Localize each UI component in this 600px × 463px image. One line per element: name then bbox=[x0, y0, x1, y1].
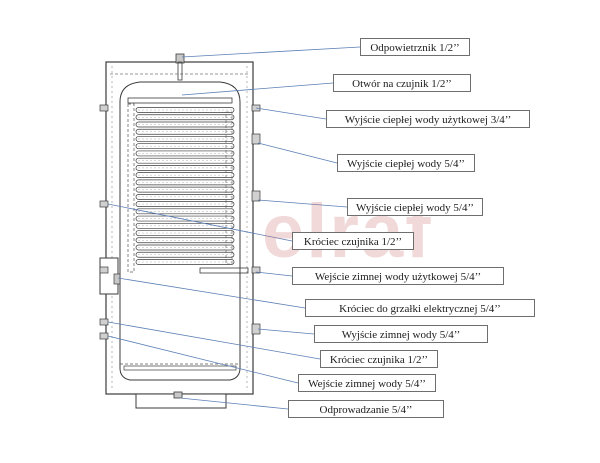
coil-turn bbox=[135, 136, 235, 142]
right-connection-stub bbox=[251, 104, 261, 112]
right-connection-stub bbox=[251, 133, 261, 145]
label-wyjscie-cieplej-wody-2: Wyjście ciepłej wody 5/4’’ bbox=[347, 198, 483, 216]
label-krociec-czujnika-2: Króciec czujnika 1/2’’ bbox=[320, 350, 438, 368]
label-wyjscie-zimnej-wody: Wyjście zimnej wody 5/4’’ bbox=[314, 325, 488, 343]
coil-turn bbox=[135, 179, 235, 186]
side-fittings bbox=[99, 104, 261, 340]
leader-line bbox=[257, 142, 338, 164]
coil-leg bbox=[225, 111, 233, 265]
leader-line bbox=[255, 271, 293, 277]
top-sensor-tube bbox=[177, 61, 183, 81]
leader-line bbox=[179, 397, 289, 410]
leader-line bbox=[181, 82, 334, 96]
coil-turn bbox=[135, 157, 235, 164]
coil-turn bbox=[135, 107, 235, 113]
coil-turn bbox=[135, 128, 235, 135]
right-connection-stub bbox=[251, 190, 261, 202]
coil-turn bbox=[135, 259, 235, 265]
label-krociec-czujnika-1: Króciec czujnika 1/2’’ bbox=[292, 232, 414, 250]
leader-line bbox=[117, 277, 306, 309]
leader-line bbox=[107, 335, 299, 384]
coil-turn bbox=[135, 230, 235, 236]
coil-turn bbox=[135, 208, 235, 215]
label-otwor-na-czujnik: Otwór na czujnik 1/2’’ bbox=[333, 74, 471, 92]
bottom-sleeve bbox=[123, 365, 237, 371]
coil-turn bbox=[135, 251, 235, 258]
leader-lines bbox=[107, 46, 361, 410]
leader-line bbox=[257, 199, 348, 208]
coil-turn bbox=[135, 121, 235, 128]
coil-turn bbox=[135, 114, 235, 121]
coil-turn bbox=[135, 194, 235, 200]
coil-turn bbox=[135, 237, 235, 244]
left-connection-stub bbox=[99, 318, 109, 326]
coil-turn bbox=[135, 215, 235, 222]
coil-turn bbox=[135, 186, 235, 193]
cold-inlet-pipe bbox=[199, 267, 249, 274]
leader-line bbox=[181, 46, 361, 58]
label-wejscie-zimnej-wody: Wejście zimnej wody 5/4’’ bbox=[298, 374, 436, 392]
drain-fitting bbox=[173, 391, 183, 399]
heat-exchanger-coil bbox=[135, 107, 235, 265]
leader-line bbox=[107, 321, 321, 360]
label-wyjscie-cieplej-wody-uzytkowej: Wyjście ciepłej wody użytkowej 3/4’’ bbox=[326, 110, 530, 128]
coil-turn bbox=[135, 165, 235, 171]
inner-vessel bbox=[119, 81, 241, 381]
left-inner-pipe bbox=[127, 103, 135, 273]
left-connection-stub bbox=[99, 266, 109, 274]
upper-sensor-sleeve bbox=[127, 97, 233, 104]
coil-turn bbox=[135, 201, 235, 207]
leader-line bbox=[255, 107, 327, 120]
label-odprowadzanie: Odprowadzanie 5/4’’ bbox=[288, 400, 444, 418]
label-wejscie-zimnej-wody-uzytkowej: Wejście zimnej wody użytkowej 5/4’’ bbox=[292, 267, 504, 285]
coil-turn bbox=[135, 222, 235, 229]
leader-line bbox=[107, 203, 293, 242]
label-odpowietrznik: Odpowietrznik 1/2’’ bbox=[360, 38, 470, 56]
coil-turn bbox=[135, 244, 235, 251]
left-connection-stub bbox=[99, 332, 109, 340]
leader-line bbox=[257, 328, 315, 335]
right-connection-stub bbox=[251, 266, 261, 274]
vent-fitting bbox=[175, 53, 185, 64]
label-krociec-grzalki: Króciec do grzałki elektrycznej 5/4’’ bbox=[305, 299, 535, 317]
left-connection-stub bbox=[99, 200, 109, 208]
coil-turn bbox=[135, 150, 235, 157]
label-wyjscie-cieplej-wody-1: Wyjście ciepłej wody 5/4’’ bbox=[337, 154, 475, 172]
coil-turn bbox=[135, 172, 235, 178]
left-connection-stub bbox=[99, 104, 109, 112]
coil-turn bbox=[135, 143, 235, 150]
heater-socket bbox=[113, 273, 121, 285]
